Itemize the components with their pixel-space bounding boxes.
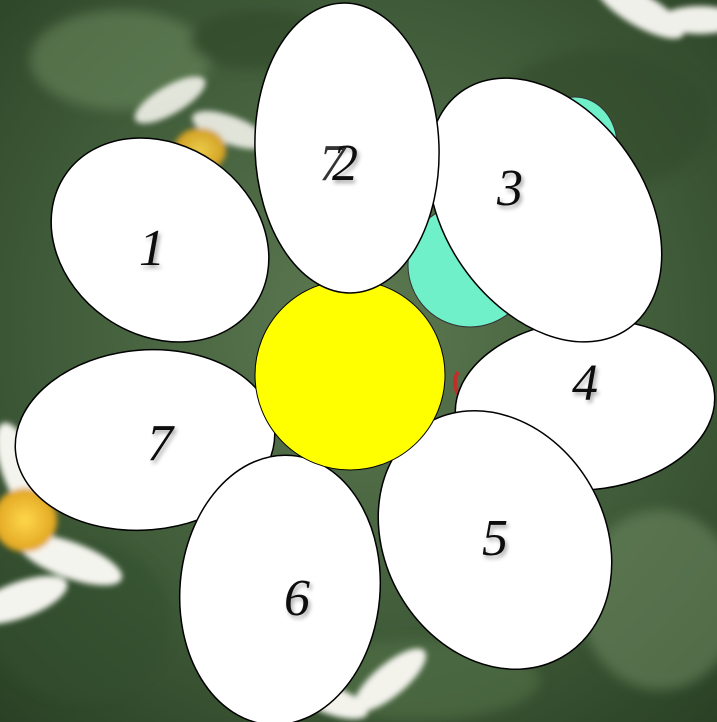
petal-7-number: 7	[147, 415, 175, 472]
flower-center	[255, 280, 445, 470]
overlapping-digit-seven: 7	[319, 135, 347, 192]
petal-4-number: 4	[572, 355, 598, 412]
petal-3-number: 3	[496, 160, 523, 217]
petal-5-number: 5	[482, 510, 508, 567]
petal-1-number: 1	[139, 220, 165, 277]
petal-6-number: 6	[284, 570, 310, 627]
